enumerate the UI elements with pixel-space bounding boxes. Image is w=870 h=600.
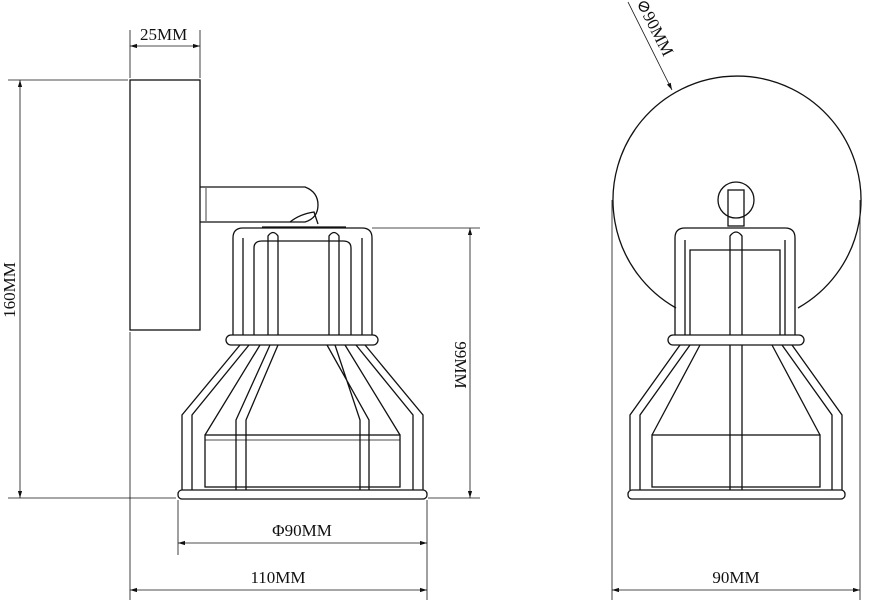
dim-shade-height: 99MM xyxy=(451,341,470,388)
dim-plate-depth: 25MM xyxy=(140,25,187,44)
dim-total-height: 160MM xyxy=(0,262,19,318)
wall-plate-circle xyxy=(612,75,862,309)
shade-cage xyxy=(177,227,428,500)
side-view xyxy=(129,79,428,500)
shade-cage-front xyxy=(627,227,846,500)
dimension-lines xyxy=(8,1,861,600)
front-view xyxy=(612,75,862,500)
dim-shade-diameter: Φ90MM xyxy=(272,521,332,540)
wall-plate xyxy=(129,79,201,331)
arm xyxy=(200,186,319,223)
dim-plate-diameter: ⊘90MM xyxy=(632,0,677,59)
dim-front-width: 90MM xyxy=(712,568,759,587)
dim-total-depth: 110MM xyxy=(250,568,305,587)
